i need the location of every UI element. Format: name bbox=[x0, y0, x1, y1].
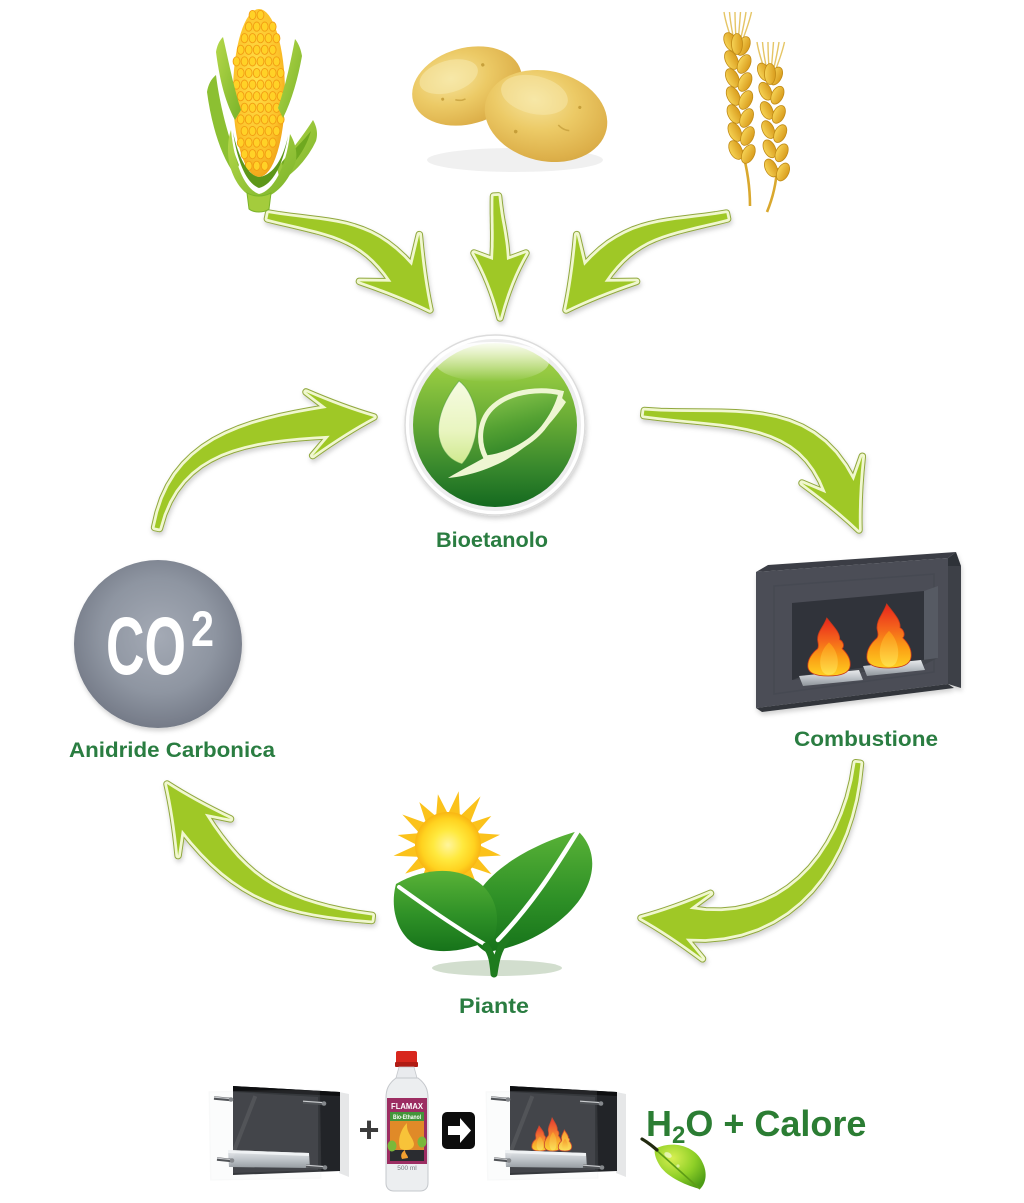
svg-text:+: + bbox=[358, 1109, 379, 1150]
svg-text:Piante: Piante bbox=[459, 995, 529, 1018]
svg-text:Bioetanolo: Bioetanolo bbox=[436, 529, 548, 552]
svg-text:Combustione: Combustione bbox=[794, 727, 938, 751]
svg-text:Bio-Ethanol: Bio-Ethanol bbox=[393, 1114, 421, 1121]
svg-text:CO: CO bbox=[106, 601, 186, 692]
svg-text:FLAMAX: FLAMAX bbox=[391, 1102, 424, 1111]
svg-text:Anidride Carbonica: Anidride Carbonica bbox=[69, 739, 275, 762]
svg-text:2: 2 bbox=[191, 601, 214, 657]
svg-text:500 ml: 500 ml bbox=[397, 1165, 417, 1172]
